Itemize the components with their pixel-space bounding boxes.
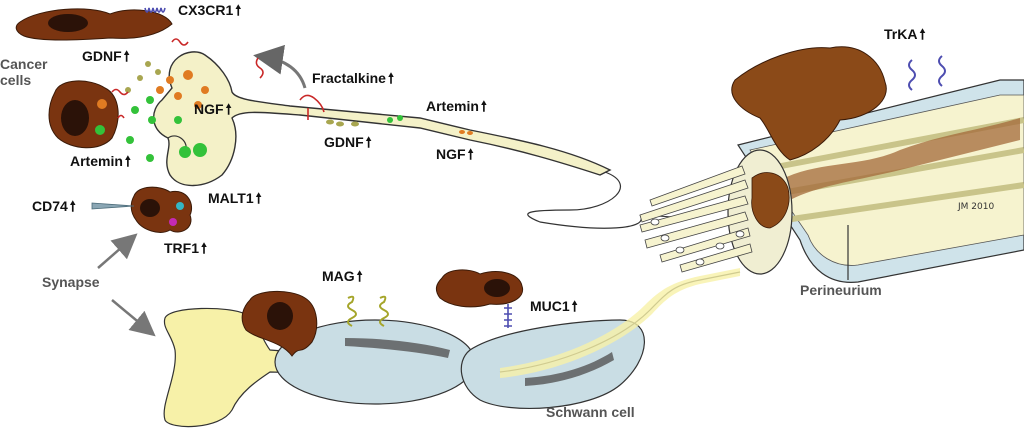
label-synapse: Synapse (42, 274, 100, 290)
cancer-cell-top (15, 7, 173, 41)
label-fractalkine: Fractalkine🠕 (312, 70, 394, 86)
label-artemin-left: Artemin🠕 (70, 153, 131, 169)
label-cx3cr1: CX3CR1🠕 (178, 2, 242, 18)
cancer-cell-middle (48, 80, 119, 149)
cancer-cell-small (91, 186, 193, 233)
label-cd74: CD74🠕 (32, 198, 76, 214)
synapse-arrow-up (97, 233, 138, 269)
growth-factor-dots (125, 61, 473, 162)
label-trf1: TRF1🠕 (164, 240, 208, 256)
schwann-cell-left (274, 319, 476, 405)
label-ngf-right: NGF🠕 (436, 146, 474, 162)
label-malt1: MALT1🠕 (208, 190, 262, 206)
tumor-mass (731, 46, 887, 229)
cancer-cell-synapse (241, 290, 318, 357)
schwann-axon-fill (500, 268, 740, 378)
label-mag: MAG🠕 (322, 268, 363, 284)
label-muc1: MUC1🠕 (530, 298, 578, 314)
label-perineurium: Perineurium (800, 282, 882, 298)
trka-receptors (908, 55, 946, 91)
cancer-cell-muc1 (435, 269, 524, 328)
axon-line (527, 171, 642, 229)
mag-receptors (347, 295, 389, 327)
label-artemin-right: Artemin🠕 (426, 98, 487, 114)
fractalkine-squiggles (111, 38, 325, 120)
label-ngf-left: NGF🠕 (194, 101, 232, 117)
label-gdnf-top: GDNF🠕 (82, 48, 130, 64)
label-schwann-cell: Schwann cell (546, 404, 635, 420)
label-trka: TrKA🠕 (884, 26, 926, 42)
artist-signature: JM 2010 (958, 202, 995, 212)
label-cancer-cells: Cancer cells (0, 56, 48, 88)
fractalkine-arrow (253, 44, 307, 89)
nerve-fibers (639, 165, 753, 273)
label-gdnf-mid: GDNF🠕 (324, 134, 372, 150)
synapse-arrow-down (111, 299, 156, 337)
